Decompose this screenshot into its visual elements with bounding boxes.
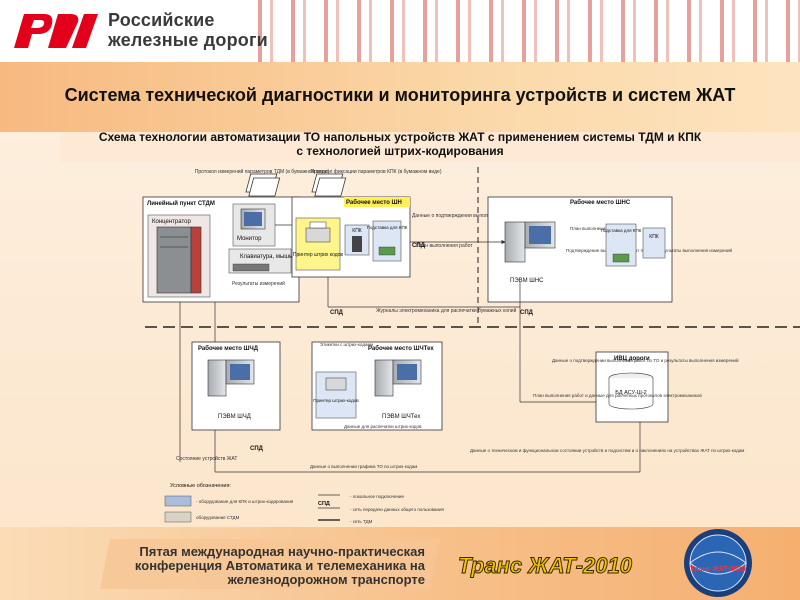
kpk-stand-2-icon bbox=[612, 253, 630, 263]
title-band bbox=[0, 62, 800, 132]
journals-label: Журналы электромеханика для распечатки б… bbox=[376, 307, 517, 314]
printer-2-label: Принтер штрих-кодов bbox=[313, 398, 359, 403]
legend-swatch-stdm bbox=[164, 511, 192, 523]
kpk-2-label: КПК bbox=[649, 234, 659, 240]
subtitle-line-1: Схема технологии автоматизации ТО наполь… bbox=[98, 130, 702, 144]
doc-tdm-label: Протокол измерений параметров ТДМ (в бум… bbox=[195, 168, 330, 175]
doc-kpk-icon bbox=[311, 173, 347, 197]
printer-icon bbox=[305, 221, 331, 243]
monitor-icon bbox=[240, 208, 266, 230]
kpk-stand-icon bbox=[378, 246, 396, 256]
pevm-shchteh-icon bbox=[374, 359, 422, 397]
work-plan-label: План выполнения работ bbox=[416, 243, 473, 249]
pevm-shchteh-label: ПЭВМ ШЧТех bbox=[382, 414, 420, 420]
kpk-stand-label: Подставка для КПК bbox=[367, 225, 408, 230]
kpk-icon bbox=[352, 236, 362, 252]
spd-label-4: СПД bbox=[250, 446, 264, 452]
spd-label-2: СПД bbox=[330, 310, 344, 316]
plan-work2-label: План выполнения работ bbox=[570, 226, 621, 231]
doc-tdm-icon bbox=[245, 173, 281, 197]
spd-label-1: СПД bbox=[412, 243, 426, 249]
kpk-label: КПК bbox=[352, 228, 362, 234]
database-icon bbox=[608, 372, 654, 410]
legend-item-3: - локальное подключение bbox=[350, 494, 404, 499]
emblem-icon: Транс ЖАТ-2010 bbox=[684, 529, 752, 597]
footer-graphics: Транс ЖАТ-2010 bbox=[100, 529, 752, 597]
legend-item-2: оборудование СТДМ bbox=[196, 515, 240, 520]
footer: Транс ЖАТ-2010 Пятая международная научн… bbox=[0, 527, 800, 600]
header: Российские железные дороги bbox=[0, 0, 800, 62]
printer-2-icon bbox=[325, 377, 347, 391]
conf-line-1: Пятая международная научно-практическая bbox=[139, 544, 425, 559]
diagram-canvas: Протокол измерений параметров ТДМ (в бум… bbox=[0, 132, 800, 527]
data-right2-label: План выполнения работ и данные для расче… bbox=[533, 393, 702, 398]
shchteh-place-label: Рабочее место ШЧТех bbox=[368, 345, 434, 352]
pevm-shns-icon bbox=[504, 221, 556, 263]
pevm-shns-label: ПЭВМ ШНС bbox=[510, 278, 544, 284]
monitor-label: Монитор bbox=[237, 236, 262, 242]
trans-jat-logo: Транс ЖАТ-2010 bbox=[458, 553, 633, 579]
data-right1-label: Данные о подтверждении выполнения работ … bbox=[552, 357, 739, 363]
shn-header bbox=[344, 197, 410, 207]
conf-line-2: конференция Автоматика и телемеханика на bbox=[134, 558, 425, 573]
keyboard-icon bbox=[232, 263, 270, 272]
legend-swatch-kpk bbox=[164, 495, 192, 507]
labels-label: Этикетки с штрих-кодами bbox=[320, 342, 374, 347]
server-rack-icon bbox=[156, 226, 202, 294]
keyboard-label: Клавиатура, мышь bbox=[240, 254, 292, 260]
page-subtitle: Схема технологии автоматизации ТО наполь… bbox=[0, 130, 800, 158]
concentrator-label: Концентратор bbox=[152, 219, 191, 225]
legend-item-5: - сеть ТДМ bbox=[350, 519, 373, 524]
spd-label-3: СПД bbox=[520, 310, 534, 316]
header-stripes bbox=[240, 0, 800, 62]
emblem-text: Транс ЖАТ-2010 bbox=[690, 566, 746, 573]
subtitle-strip bbox=[60, 132, 800, 162]
schedule-label: Данные о выполнении графика ТО по штрих-… bbox=[310, 464, 417, 469]
printer-label: Принтер штрих кодов bbox=[293, 252, 343, 258]
conf-line-3: железнодорожном транспорте bbox=[227, 572, 425, 587]
pevm-shchd-icon bbox=[207, 359, 255, 397]
page-title: Система технической диагностики и монито… bbox=[64, 85, 736, 105]
data-print-label: Данные для распечатки штрих-кодов bbox=[344, 424, 422, 429]
conference-text: Пятая международная научно-практическая … bbox=[125, 545, 425, 587]
kpk-2-block bbox=[642, 227, 666, 259]
ivc-label: ИВЦ дороги bbox=[614, 356, 650, 362]
shn-place-label: Рабочее место ШН bbox=[346, 199, 402, 206]
connection-lines bbox=[179, 224, 641, 473]
linear-point-label: Линейный пункт СТДМ bbox=[147, 200, 215, 207]
diagram: Протокол измерений параметров ТДМ (в бум… bbox=[60, 132, 800, 524]
bd-label: БД АСУ-Ш-2 bbox=[615, 390, 646, 396]
tech-state-label: Данные о техническом и функциональном со… bbox=[470, 447, 744, 453]
shchd-place-block bbox=[191, 341, 281, 431]
legend-spd: СПД bbox=[318, 501, 330, 507]
legend-item-1: - оборудование для КПК и штрих-кодирован… bbox=[196, 499, 294, 504]
rzd-logo bbox=[14, 14, 98, 48]
pevm-shchd-label: ПЭВМ ШЧД bbox=[218, 414, 251, 420]
state-jat-label: Состояние устройств ЖАТ bbox=[176, 455, 237, 462]
measure-results-label: Результаты измерений bbox=[232, 280, 285, 287]
shchd-place-label: Рабочее место ШЧД bbox=[198, 345, 259, 352]
legend-item-4: - сеть передачи данных общего пользовани… bbox=[350, 507, 445, 512]
shns-place-label: Рабочее место ШНС bbox=[570, 199, 631, 206]
kpk-stand-2-label: Подставка для КПК bbox=[601, 228, 642, 233]
brand-line-2: железные дороги bbox=[108, 30, 268, 50]
doc-kpk-label: Протокол фиксации параметров КПК (в бума… bbox=[310, 169, 441, 175]
brand-line-1: Российские bbox=[108, 10, 215, 30]
subtitle-line-2: с технологией штрих-кодирования bbox=[296, 144, 504, 158]
legend-title: Условные обозначения: bbox=[170, 483, 231, 489]
brand-name: Российские железные дороги bbox=[108, 10, 268, 50]
